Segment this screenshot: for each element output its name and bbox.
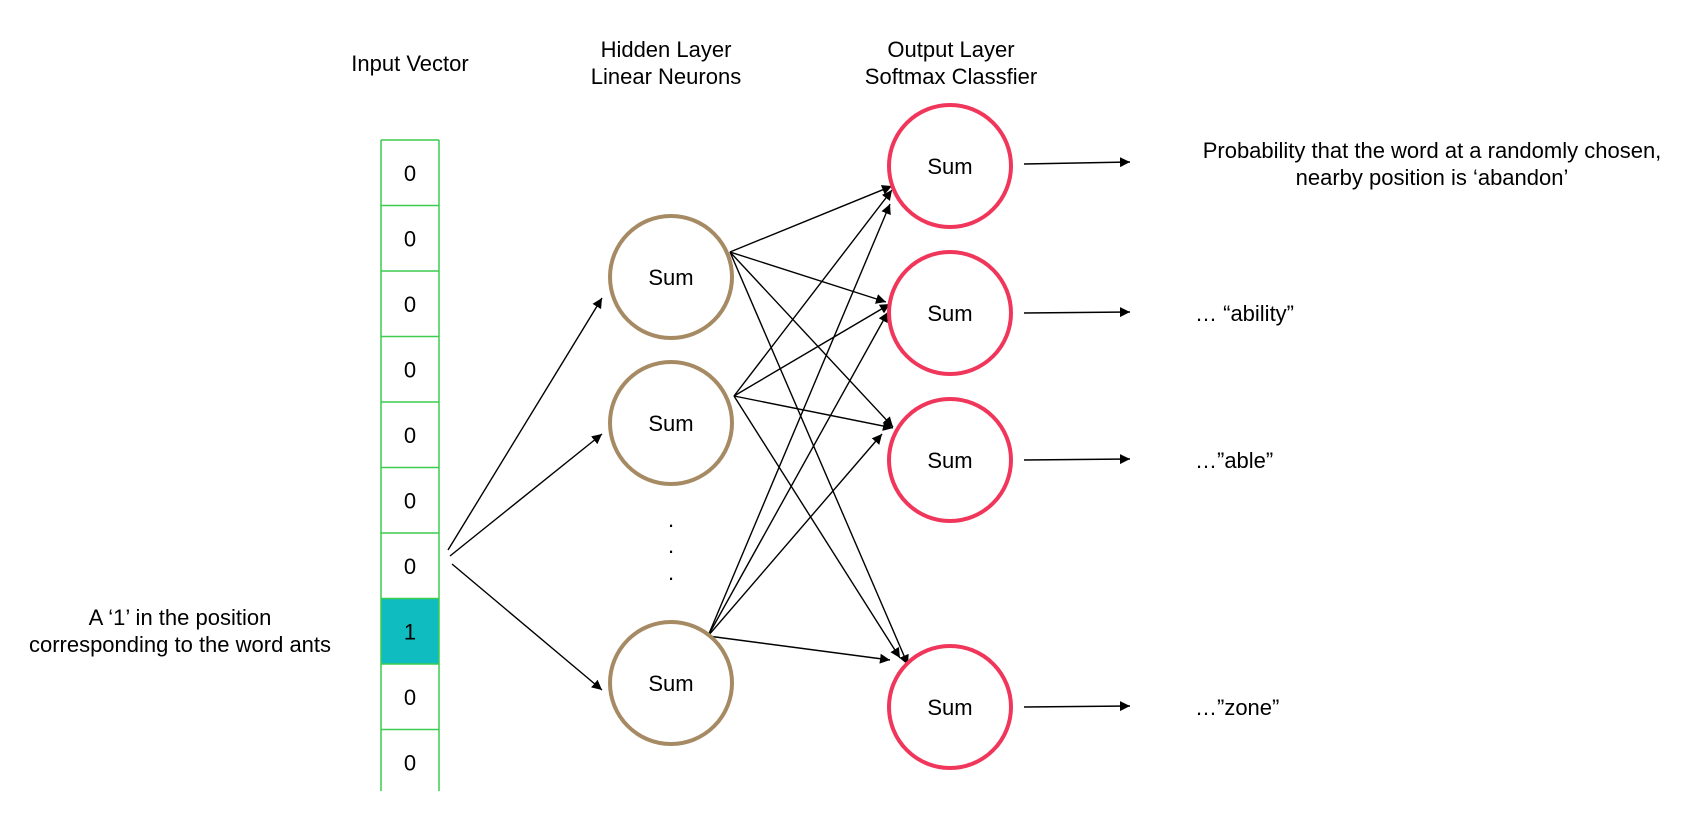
- output-labels: Probability that the word at a randomly …: [1195, 138, 1661, 720]
- input-note-line1: A ‘1’ in the position: [89, 605, 272, 630]
- hidden-to-output-arrow: [707, 433, 883, 637]
- input-to-hidden-arrow: [451, 563, 603, 691]
- input-vector: 0 0 0 0 0 0 0 1 0 0: [380, 139, 440, 791]
- output-node-label: Sum: [927, 695, 972, 720]
- input-to-hidden-arrow: [449, 433, 603, 557]
- input-cell: 0: [380, 204, 440, 271]
- input-cell: 0: [380, 401, 440, 468]
- hidden-node-circle: [608, 360, 734, 486]
- connections: [447, 157, 1131, 712]
- hidden-node-circle: [608, 620, 734, 746]
- output-node-circle: [887, 103, 1013, 229]
- input-cell-value: 0: [404, 226, 416, 251]
- hidden-node-circle: [608, 214, 734, 340]
- hidden-to-output-arrow: [707, 203, 891, 637]
- input-cell-value: 0: [404, 750, 416, 775]
- output-label-line1: Probability that the word at a randomly …: [1203, 138, 1662, 163]
- hidden-node: Sum: [608, 214, 734, 340]
- input-cell-value: 0: [404, 423, 416, 448]
- hidden-to-output-arrow: [729, 251, 887, 304]
- input-cell: 0: [380, 139, 440, 206]
- output-node: Sum: [887, 250, 1013, 376]
- output-label-line2: nearby position is ‘abandon’: [1296, 165, 1569, 190]
- input-cell: 0: [380, 270, 440, 337]
- output-node-label: Sum: [927, 154, 972, 179]
- hidden-layer-header-title: Hidden Layer: [601, 37, 732, 62]
- output-node: Sum: [887, 644, 1013, 770]
- output-label: …”able”: [1195, 448, 1273, 473]
- hidden-to-output-arrow: [729, 185, 893, 253]
- input-cell: 0: [380, 335, 440, 402]
- input-cell-value: 0: [404, 685, 416, 710]
- hidden-node-label: Sum: [648, 671, 693, 696]
- output-node-circle: [887, 250, 1013, 376]
- output-node-label: Sum: [927, 448, 972, 473]
- input-cell-active: 1: [380, 597, 440, 664]
- input-note-line2: corresponding to the word ants: [29, 632, 331, 657]
- hidden-to-output-arrow: [729, 251, 909, 666]
- input-cell-value: 0: [404, 292, 416, 317]
- output-node-circle: [887, 644, 1013, 770]
- output-node: Sum: [887, 103, 1013, 229]
- output-layer-header-title: Output Layer: [887, 37, 1014, 62]
- hidden-node-label: Sum: [648, 411, 693, 436]
- hidden-node-label: Sum: [648, 265, 693, 290]
- output-node-label: Sum: [927, 301, 972, 326]
- output-node: Sum: [887, 397, 1013, 523]
- input-cell-value: 0: [404, 488, 416, 513]
- output-arrow: [1023, 307, 1131, 318]
- output-label: … “ability”: [1195, 301, 1294, 326]
- hidden-to-output-arrow: [707, 311, 889, 637]
- output-arrow: [1023, 454, 1131, 465]
- hidden-to-output-arrow: [733, 395, 901, 659]
- input-cell-value: 0: [404, 554, 416, 579]
- input-cell: 0: [380, 728, 440, 791]
- hidden-layer-ellipsis: ...: [668, 507, 674, 585]
- hidden-to-output-arrow: [733, 303, 891, 397]
- output-arrow: [1023, 157, 1131, 168]
- output-layer-header-subtitle: Softmax Classfier: [865, 64, 1037, 89]
- ellipsis-dot: .: [668, 560, 674, 585]
- input-cell-value: 0: [404, 357, 416, 382]
- output-label: …”zone”: [1195, 695, 1279, 720]
- hidden-to-output-arrow: [707, 635, 891, 664]
- ellipsis-dot: .: [668, 533, 674, 558]
- hidden-node: Sum: [608, 360, 734, 486]
- hidden-to-output-arrow: [733, 395, 894, 431]
- input-cell-value: 0: [404, 161, 416, 186]
- input-vector-header: Input Vector: [351, 51, 468, 76]
- hidden-layer-header-subtitle: Linear Neurons: [591, 64, 741, 89]
- input-cell-value: 1: [404, 619, 416, 644]
- hidden-node: Sum: [608, 620, 734, 746]
- output-node-circle: [887, 397, 1013, 523]
- hidden-to-output-arrow: [733, 189, 893, 397]
- input-cell: 0: [380, 466, 440, 533]
- input-cell: 0: [380, 663, 440, 730]
- input-to-hidden-arrow: [447, 297, 603, 551]
- input-cell: 0: [380, 532, 440, 599]
- ellipsis-dot: .: [668, 507, 674, 532]
- output-arrow: [1023, 701, 1131, 712]
- input-cell-fill: [381, 598, 439, 664]
- hidden-to-output-arrow: [729, 251, 894, 428]
